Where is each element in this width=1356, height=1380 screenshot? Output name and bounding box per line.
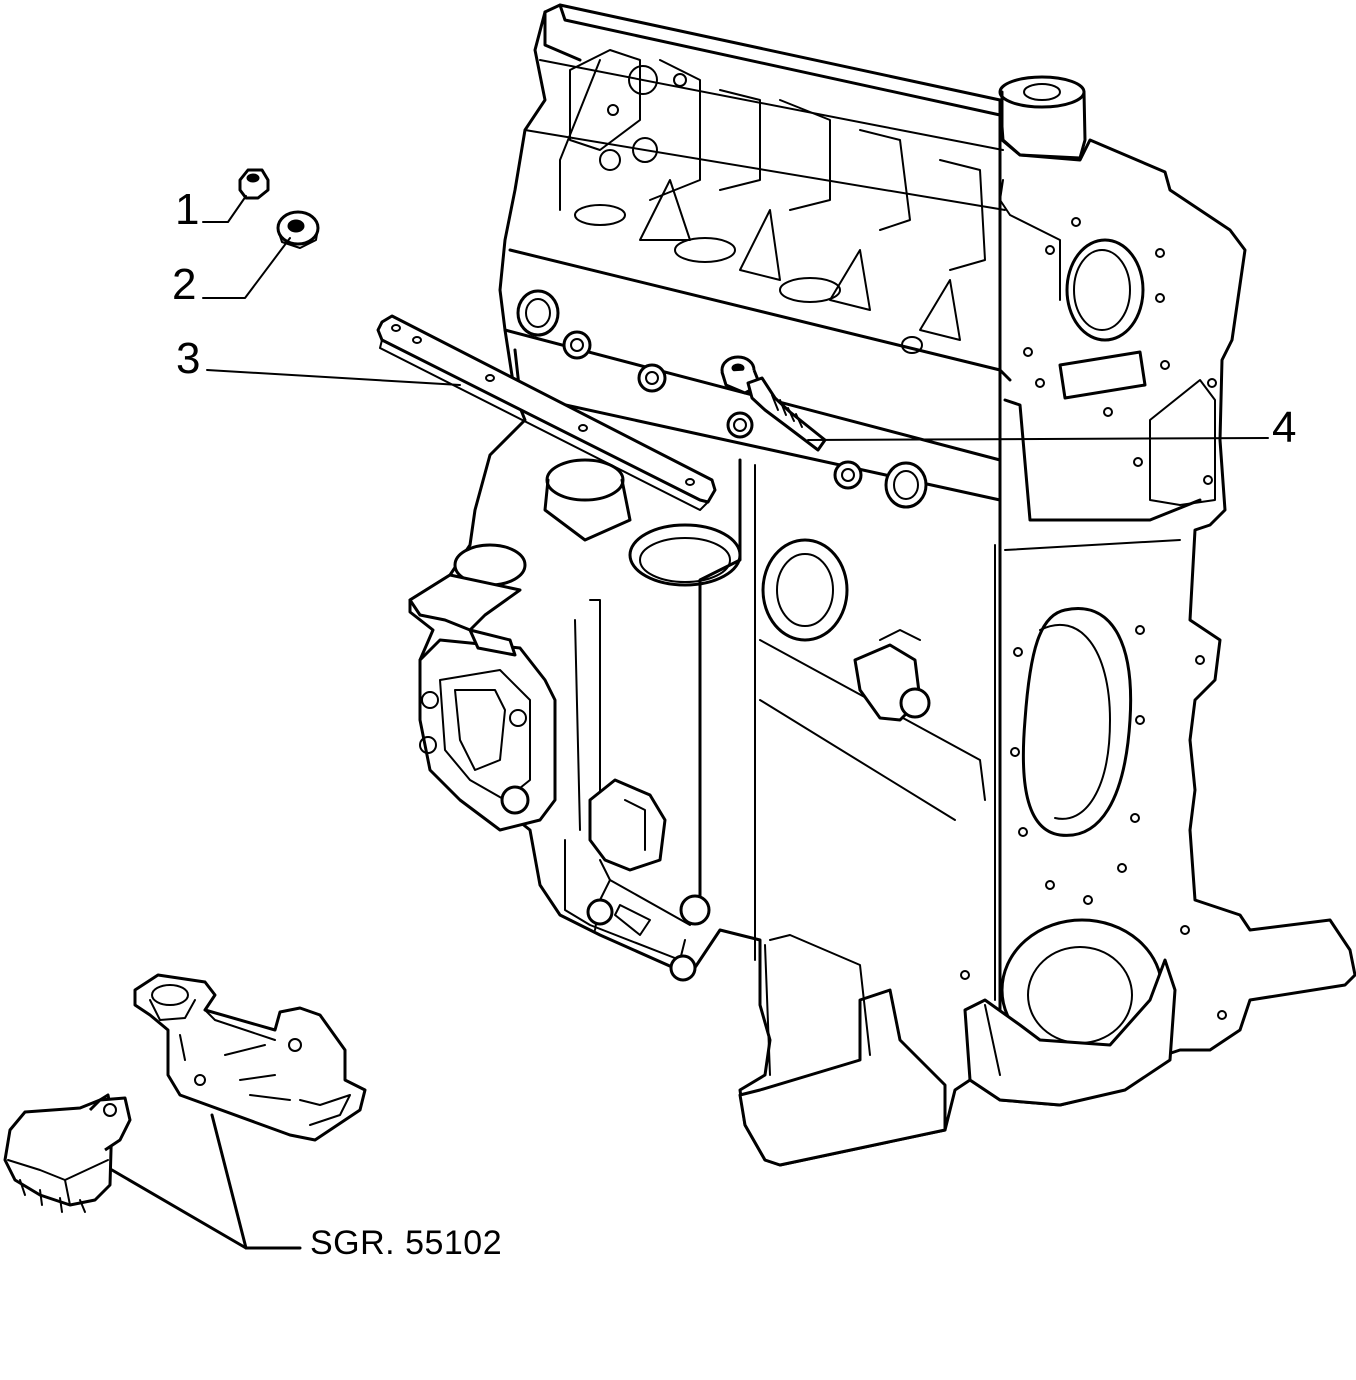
part-4-bolt: [720, 355, 827, 452]
rubber-mount-inset: [3, 1093, 132, 1213]
callout-4: 4: [1272, 403, 1297, 452]
part-1-nut: [238, 168, 270, 200]
callout-1: 1: [175, 185, 200, 234]
leader-lines: [110, 195, 1269, 1250]
part-3-strap: [376, 314, 717, 511]
part-2-washer: [276, 210, 320, 249]
engine-block: [408, 3, 1356, 1167]
mount-bracket-inset: [133, 973, 367, 1142]
callout-3: 3: [176, 334, 201, 383]
callout-2: 2: [172, 260, 197, 309]
reference-label: SGR. 55102: [310, 1224, 503, 1262]
